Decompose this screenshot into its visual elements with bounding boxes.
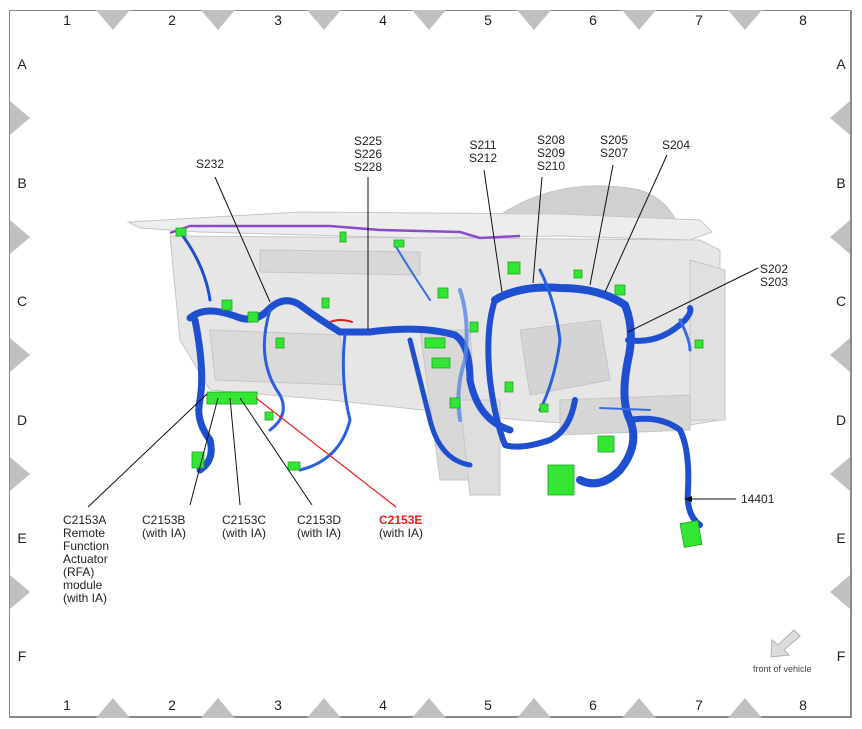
grid-marker-icon [96,698,130,718]
connector-note-c2153e: (with IA) [379,526,424,540]
grid-marker-icon [830,457,850,491]
row-label: E [17,530,27,546]
grid-marker-icon [412,10,446,30]
harness-14401 [178,230,703,528]
splice-label-s205-s207: S205 S207 [600,133,629,160]
row-label: A [17,56,27,72]
grid-marker-icon [10,457,30,491]
column-label: 3 [274,12,282,28]
splice-label-s208-s209-s210: S208 S209 S210 [537,133,566,173]
column-label: 2 [168,697,176,713]
connector-label-c2153e: C2153E (with IA) [379,514,423,540]
highlight-leader-line [255,397,397,508]
grid-marker-icon [830,101,850,135]
column-label: 2 [168,12,176,28]
column-label: 1 [63,12,71,28]
connector-id-c2153e: C2153E [379,513,423,527]
grid-marker-icon [830,575,850,609]
splice-label-s232: S232 [196,157,225,171]
grid-marker-icon [10,101,30,135]
splice-label-s204: S204 [662,138,691,152]
column-label: 7 [695,12,703,28]
column-label: 3 [274,697,282,713]
row-label: B [836,175,846,191]
column-label: 8 [799,12,807,28]
column-label: 7 [695,697,703,713]
grid-marker-icon [728,10,762,30]
column-label: 4 [379,697,387,713]
splice-label-s211-s212: S211 S212 [469,138,498,165]
connector-label-c2153b: C2153B (with IA) [142,513,187,540]
row-label: E [836,530,846,546]
row-label: C [835,293,847,309]
grid-marker-icon [10,575,30,609]
connector-label-c2153c: C2153C (with IA) [222,513,267,540]
connector-label-c2153a: C2153A Remote Function Actuator (RFA) mo… [63,513,110,605]
row-label: B [17,175,27,191]
row-label: F [836,648,846,664]
column-label: 5 [484,12,492,28]
grid-marker-icon [201,698,235,718]
splice-label-s202-s203: S202 S203 [760,262,789,289]
column-label: 4 [379,12,387,28]
purple-wire [169,224,521,240]
grid-marker-icon [728,698,762,718]
column-label: 8 [799,697,807,713]
column-label: 1 [63,697,71,713]
row-label: D [835,412,847,428]
grid-marker-icon [10,220,30,254]
row-label: D [16,412,28,428]
grid-marker-icon [201,10,235,30]
row-label: F [17,648,27,664]
grid-marker-icon [830,220,850,254]
grid-marker-icon [622,698,656,718]
grid-marker-icon [830,338,850,372]
front-of-vehicle-arrow-icon [770,629,801,658]
column-label: 6 [589,697,597,713]
grid-marker-icon [517,698,551,718]
connectors [175,227,704,548]
grid-marker-icon [412,698,446,718]
harness-label-14401: 14401 [741,492,775,506]
arrowhead-icon [684,496,692,502]
connector-label-c2153d: C2153D (with IA) [297,513,342,540]
grid-marker-icon [307,10,341,30]
row-label: C [16,293,28,309]
grid-marker-icon [622,10,656,30]
leader-lines [87,154,759,508]
grid-marker-icon [517,10,551,30]
column-label: 5 [484,697,492,713]
grid-marker-icon [307,698,341,718]
splice-label-s225-s226-s228: S225 S226 S228 [354,134,383,174]
grid-marker-icon [10,338,30,372]
row-label: A [836,56,846,72]
front-of-vehicle-label: front of vehicle [753,664,812,674]
column-label: 6 [589,12,597,28]
grid-marker-icon [96,10,130,30]
